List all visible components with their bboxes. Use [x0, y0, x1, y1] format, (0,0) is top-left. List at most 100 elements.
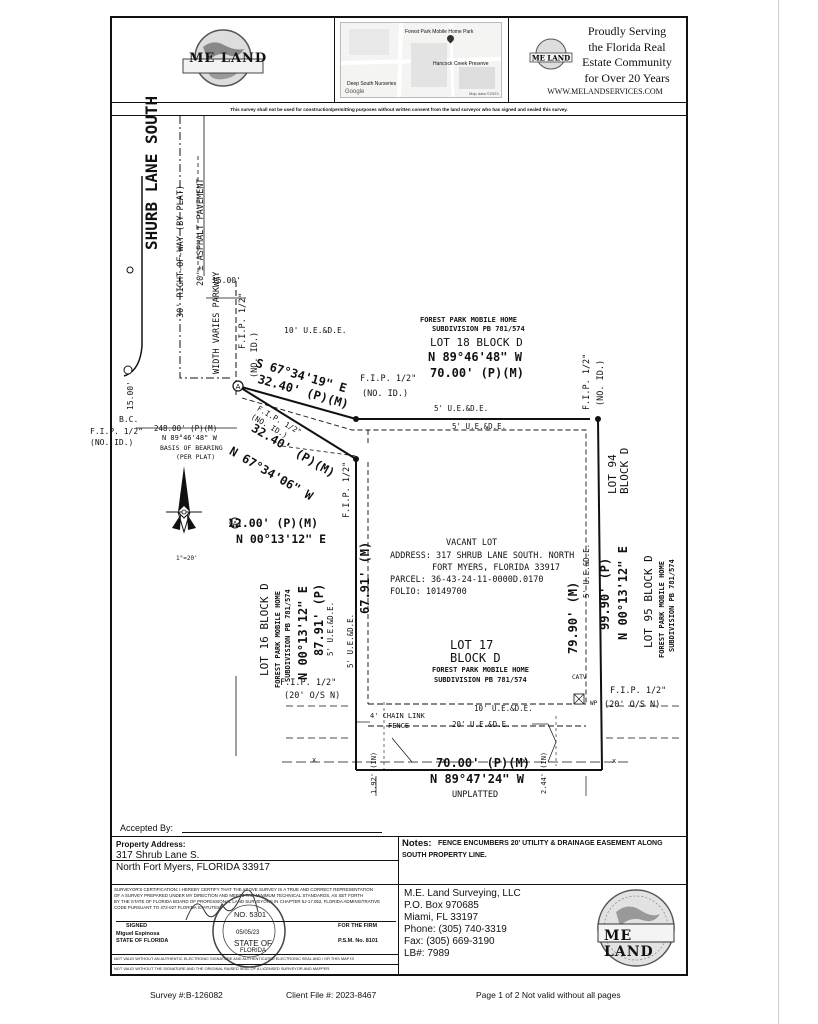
disclaimer: This survey shall not be used for constr…	[230, 107, 568, 112]
svg-text:A: A	[236, 383, 241, 391]
arc-12: 12.00' (P)(M)	[228, 516, 319, 530]
serving-text: Proudly Serving the Florida Real Estate …	[582, 24, 672, 85]
psm-no: P.S.M. No. 8101	[338, 938, 378, 944]
ue-5-west: 5' U.E.&D.E.	[326, 601, 335, 656]
lot95-sub-2: SUBDIVISION PB 781/574	[668, 559, 676, 652]
address-line1: 317 Shrub Lane S.	[116, 850, 200, 861]
west-dist-m: 67.91' (M)	[358, 541, 372, 614]
page-edge-shadow	[778, 0, 779, 1024]
street-edge	[123, 176, 143, 377]
signer-state: STATE OF FLORIDA	[116, 938, 169, 944]
lot18-sub-2: SUBDIVISION PB 781/574	[432, 325, 525, 333]
for-firm: FOR THE FIRM	[338, 923, 378, 929]
lot17: LOT 17	[450, 638, 494, 652]
lot16: LOT 16 BLOCK D	[258, 583, 271, 676]
ue-10-top: 10' U.E.&D.E.	[284, 326, 347, 335]
dim-15-top: 15.00'	[212, 276, 241, 285]
seal-state: STATE OF	[234, 939, 272, 948]
fence-x-4: x	[612, 757, 617, 765]
not-valid-1: NOT VALID WITHOUT AN AUTHENTIC ELECTRONI…	[114, 956, 354, 961]
svg-text:ME LAND: ME LAND	[532, 54, 570, 63]
ue-10-south: 10' U.E.&D.E.	[474, 704, 533, 713]
not-valid-2: NOT VALID WITHOUT THE SIGNATURE AND THE …	[114, 966, 331, 971]
chain-label: 4' CHAIN LINK	[370, 712, 425, 720]
page-info: Page 1 of 2 Not valid without all pages	[476, 990, 621, 1000]
dim-15-left: 15.00'	[126, 381, 135, 410]
map-provider: Google	[345, 89, 365, 95]
notes-text-2: SOUTH PROPERTY LINE.	[402, 852, 487, 859]
lot16-sub-1: FOREST PARK MOBILE HOME	[274, 591, 282, 688]
certification: SURVEYOR'S CERTIFICATION: I HEREBY CERTI…	[114, 887, 381, 910]
ue-20-south: 20' U.E.&D.E.	[452, 720, 511, 729]
signer-name: Miguel Espinosa	[116, 931, 160, 937]
fip-mid: F.I.P. 1/2"	[360, 374, 417, 384]
basis-1: BASIS OF BEARING	[160, 444, 223, 452]
fip-ne: F.I.P. 1/2"	[582, 353, 592, 410]
east-dist-m: 79.90' (M)	[566, 581, 580, 654]
folio: FOLIO: 10149700	[390, 587, 467, 597]
svg-text:A: A	[233, 520, 238, 528]
block94: BLOCK D	[618, 447, 631, 494]
lot16-sub-2: SUBDIVISION PB 781/574	[284, 589, 292, 682]
header-logo: ME LAND	[112, 18, 334, 102]
fip-vert: F.I.P. 1/2"	[342, 461, 352, 518]
location-map: Forest Park Mobile Home Park Hancock Cre…	[340, 22, 502, 98]
unplatted: UNPLATTED	[452, 790, 499, 800]
map-park-label: Forest Park Mobile Home Park	[405, 29, 474, 35]
vacant-lot: VACANT LOT	[446, 538, 498, 548]
website-link[interactable]: WWW.MELANDSERVICES.COM	[547, 87, 663, 96]
lot17-sub-2: SUBDIVISION PB 781/574	[434, 676, 527, 684]
no-id-mid: (NO. ID.)	[362, 389, 409, 399]
scale-label: 1"=20'	[176, 555, 198, 562]
street-name: SHURB LANE SOUTH	[142, 95, 161, 250]
surveyor-seal-icon	[212, 894, 286, 968]
north-arrow-icon	[166, 466, 202, 534]
survey-sheet: ME LAND Forest Park Mobile Home Park Han…	[90, 16, 688, 976]
signed-label: SIGNED	[126, 923, 148, 929]
bearing-12: N 00°13'12" E	[236, 532, 327, 546]
diag-boundary	[237, 385, 357, 460]
dist-north: 70.00' (P)(M)	[430, 366, 524, 380]
survey-number: Survey #:B-126082	[150, 990, 223, 1000]
bearing-north: N 89°46'48" W	[428, 350, 522, 364]
parcel: PARCEL: 36-43-24-11-0000D.0170	[390, 575, 544, 585]
header-serving: ME LAND Proudly Serving the Florida Real…	[510, 18, 688, 102]
property-address-label: Property Address:	[116, 840, 186, 849]
fence-x-1: x	[312, 756, 317, 764]
east-ue: 5' U.E.&D.E.	[582, 543, 591, 598]
notes-text: FENCE ENCUMBERS 20' UTILITY & DRAINAGE E…	[438, 840, 663, 847]
row-by-plat: 30' RIGHT-OF-WAY (BY PLAT)	[176, 184, 186, 318]
dist-248: 248.00' (P)(M)	[154, 424, 218, 433]
bearing-east: N 00°13'12" E	[616, 546, 630, 640]
notes-label: Notes:	[402, 838, 432, 849]
ue-5-north-a: 5' U.E.&D.E.	[434, 404, 489, 413]
signature-icon	[185, 890, 259, 921]
footer-logo-text: ME LAND	[604, 928, 654, 960]
bearing-west: N 00°13'12" E	[296, 586, 310, 680]
address-line2: North Fort Myers, FLORIDA 33917	[116, 862, 270, 873]
in-right: 2.44' (IN)	[540, 751, 548, 794]
catv-label: CATV	[572, 674, 587, 681]
small-globe-logo-icon: ME LAND	[529, 38, 573, 70]
lot95: LOT 95 BLOCK D	[642, 555, 655, 648]
globe-logo-icon	[182, 29, 264, 87]
offset-se: (20' O/S N)	[604, 700, 661, 710]
no-id-ne: (NO. ID.)	[596, 359, 606, 406]
in-left: 1.92' (IN)	[370, 751, 378, 794]
dist-south: 70.00' (P)(M)	[436, 756, 530, 770]
logo-text: ME LAND	[189, 51, 268, 66]
seal-florida: FLORIDA	[240, 948, 267, 954]
no-id-top-label: (NO. ID.)	[250, 331, 260, 378]
lot95-sub-1: FOREST PARK MOBILE HOME	[658, 561, 666, 658]
address-2: FORT MYERS, FLORIDA 33917	[432, 563, 560, 573]
parkway-label: WIDTH VARIES PARKWAY	[212, 271, 222, 374]
fence-x-2: x	[442, 757, 447, 765]
east-dist-p: 99.90' (P)	[598, 557, 612, 630]
dist-west-p: 87.91' (P)	[312, 583, 326, 656]
survey-drawing: A A	[123, 116, 682, 796]
lot18-sub-1: FOREST PARK MOBILE HOME	[420, 316, 517, 324]
seal-no: NO. 5301	[234, 910, 267, 919]
block17: BLOCK D	[450, 651, 501, 665]
west-ue: 5' U.E.&D.E.	[346, 613, 355, 668]
fence-x-3: x	[522, 757, 527, 765]
